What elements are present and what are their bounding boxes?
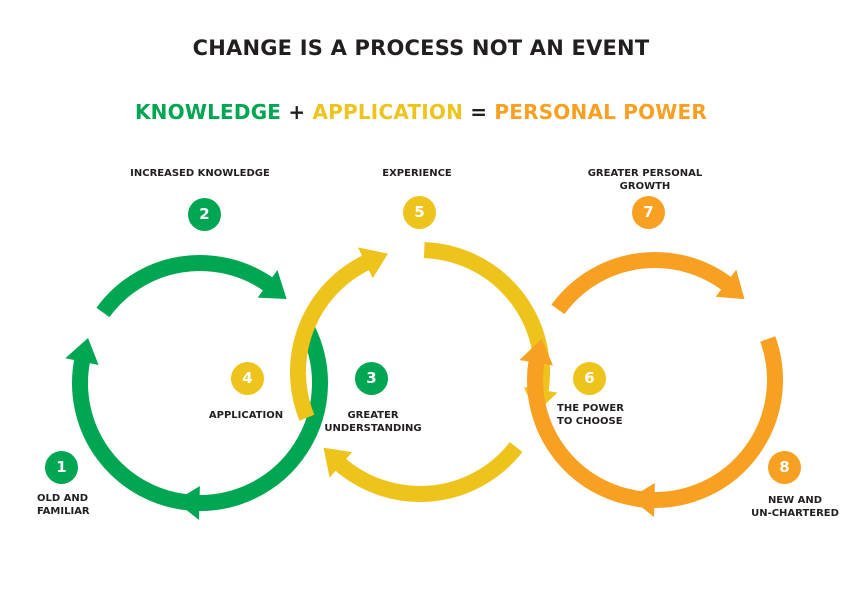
step-6-badge: 6 — [573, 362, 606, 395]
orange-cycle-arc — [651, 336, 783, 508]
formula-knowledge: KNOWLEDGE — [134, 100, 282, 124]
yellow-cycle-arc — [423, 242, 550, 394]
step-8-label: NEW AND UN-CHARTERED — [751, 495, 839, 519]
step-2-label: INCREASED KNOWLEDGE — [130, 168, 270, 179]
yellow-cycle-arrows — [290, 242, 558, 502]
page-title: CHANGE IS A PROCESS NOT AN EVENT — [192, 36, 650, 60]
arrowhead-icon — [257, 269, 287, 299]
orange-cycle-arc — [527, 359, 650, 508]
yellow-cycle-arc — [333, 442, 523, 502]
step-1-badge: 1 — [45, 451, 78, 484]
step-6-label: THE POWER TO CHOOSE — [557, 403, 624, 427]
orange-cycle-arc — [551, 252, 733, 315]
yellow-cycle-arc — [290, 254, 372, 421]
step-5-badge: 5 — [403, 196, 436, 229]
arrowhead-icon — [323, 447, 353, 478]
step-7-badge: 7 — [632, 196, 665, 229]
formula-plus: + — [281, 100, 313, 124]
green-cycle-arc — [196, 326, 328, 511]
step-4-label: APPLICATION — [208, 410, 284, 421]
green-cycle-arrows — [65, 255, 328, 520]
arrowhead-icon — [630, 483, 655, 517]
green-cycle-arc — [96, 255, 275, 318]
step-3-badge: 3 — [355, 362, 388, 395]
formula-personal-power: PERSONAL POWER — [494, 100, 708, 124]
step-8-badge: 8 — [768, 451, 801, 484]
step-3-label: GREATER UNDERSTANDING — [324, 410, 422, 434]
step-5-label: EXPERIENCE — [382, 168, 452, 179]
step-4-badge: 4 — [231, 362, 264, 395]
formula: KNOWLEDGE + APPLICATION = PERSONAL POWER — [0, 100, 842, 124]
step-1-label: OLD AND FAMILIAR — [37, 493, 90, 517]
formula-application: APPLICATION — [312, 100, 464, 124]
arrowhead-icon — [65, 338, 99, 365]
step-7-label: GREATER PERSONAL GROWTH — [587, 168, 703, 192]
arrowhead-icon — [715, 269, 745, 300]
arrowhead-icon — [175, 486, 200, 520]
arrowhead-icon — [519, 338, 554, 366]
formula-equals: = — [463, 100, 495, 124]
green-cycle-arc — [72, 357, 191, 511]
arrowhead-icon — [358, 247, 388, 279]
orange-cycle-arrows — [519, 252, 783, 517]
step-2-badge: 2 — [188, 198, 221, 231]
